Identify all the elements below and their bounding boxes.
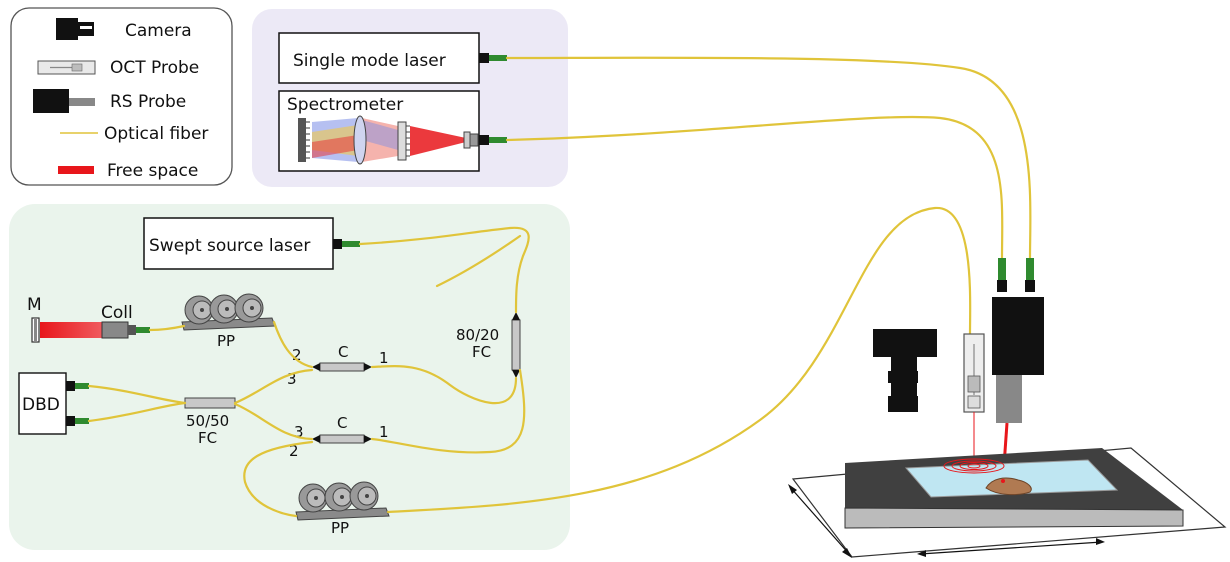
collimator-icon [101, 321, 150, 339]
rs-probe-connectors [997, 258, 1035, 292]
oct-probe [963, 333, 985, 470]
motorized-stage [791, 447, 1227, 558]
legend-free-space-label: Free space [107, 161, 198, 181]
legend-optical-fiber-label: Optical fiber [104, 124, 208, 144]
oct-scan-pattern [943, 458, 1005, 474]
collimator-label: Coll [101, 303, 133, 323]
circulator-top-icon [312, 362, 372, 372]
polarization-paddles-bottom-label: PP [331, 519, 349, 537]
camera-icon [56, 18, 94, 40]
stage-motion-arrows [788, 484, 1105, 558]
optical-fibers [87, 56, 1032, 518]
swept-source-laser-box [143, 217, 334, 270]
rs-probe-icon [33, 89, 95, 113]
polarization-paddles-bottom [295, 481, 390, 521]
oct-probe-icon [37, 60, 96, 75]
legend-frame [10, 7, 233, 186]
circulator-bottom-port3: 3 [294, 423, 304, 441]
circulator-bottom-port2: 2 [289, 442, 299, 460]
circulator-top-port1: 1 [379, 349, 389, 367]
rs-probe [992, 297, 1044, 481]
mirror-label: M [27, 295, 42, 315]
mirror-icon [31, 317, 40, 343]
swept-source-laser-label: Swept source laser [149, 236, 310, 256]
coupler-80-20-ratio-label: 80/20 [456, 326, 499, 344]
circulator-top-label: C [338, 343, 348, 361]
coupler-50-50-fc-label: FC [198, 429, 217, 447]
dbd-connector-icon [66, 381, 89, 426]
legend-oct-probe-label: OCT Probe [110, 58, 199, 78]
swept-source-connector-icon [333, 239, 360, 249]
coupler-80-20-icon [511, 312, 521, 378]
coupler-80-20-fc-label: FC [472, 343, 491, 361]
circulator-bottom-icon [312, 434, 372, 444]
spectrometer-label: Spectrometer [287, 95, 403, 115]
polarization-paddles-top [181, 293, 276, 331]
coupler-50-50-icon [184, 397, 236, 409]
polarization-paddles-top-label: PP [217, 332, 235, 350]
legend: Camera OCT Probe RS Probe Optical fiber … [10, 7, 233, 186]
camera [873, 329, 937, 412]
dbd-label: DBD [22, 395, 60, 415]
single-mode-laser-label: Single mode laser [293, 51, 446, 71]
circulator-bottom-port1: 1 [379, 423, 389, 441]
dbd-box [18, 372, 67, 435]
spectrometer-connector-icon [479, 135, 507, 145]
legend-rs-probe-label: RS Probe [110, 92, 186, 112]
spectrometer-optics [298, 115, 479, 165]
circulator-top-port3: 3 [287, 370, 297, 388]
circulator-top-port2: 2 [292, 346, 302, 364]
free-space-beam [40, 322, 102, 338]
oct-module-panel [9, 204, 570, 550]
laser-connector-icon [479, 53, 507, 63]
circulator-bottom-label: C [337, 414, 347, 432]
tissue-sample [985, 477, 1032, 496]
coupler-50-50-ratio-label: 50/50 [186, 412, 229, 430]
legend-camera-label: Camera [125, 21, 192, 41]
free-space-icon [58, 166, 94, 174]
